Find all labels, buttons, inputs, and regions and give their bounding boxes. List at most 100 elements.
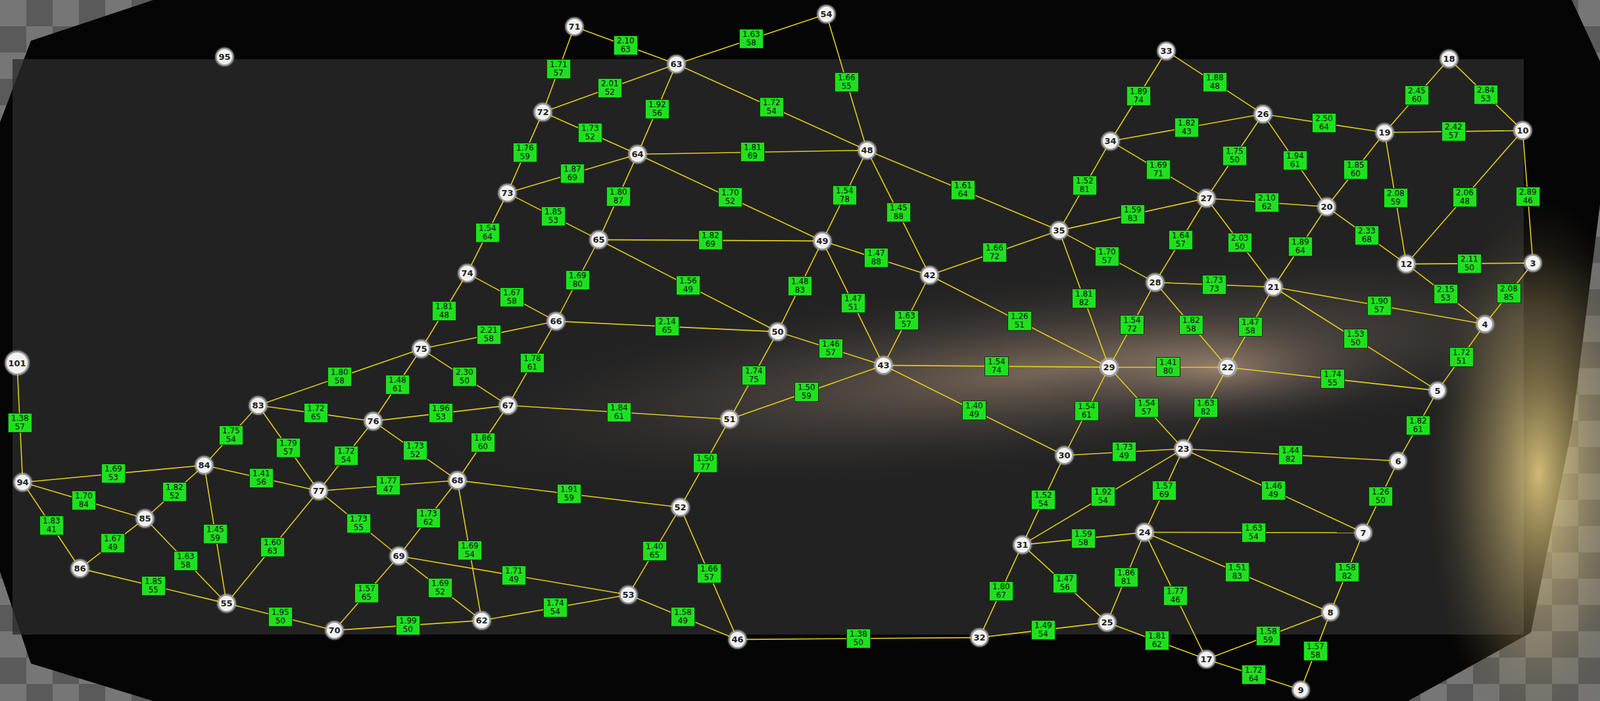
node-number: 21 bbox=[1267, 282, 1280, 292]
control-point-link bbox=[380, 426, 451, 475]
link-stats-box: 1.86 60 bbox=[470, 432, 496, 453]
link-stats-box: 1.58 82 bbox=[1334, 562, 1360, 582]
link-stats-box: 1.75 54 bbox=[218, 425, 244, 446]
control-point-link bbox=[684, 67, 859, 147]
link-stats: 1.46 57 bbox=[822, 339, 840, 358]
control-point-link bbox=[1117, 145, 1199, 194]
control-point-link bbox=[1281, 291, 1431, 387]
link-stats-box: 1.26 51 bbox=[1007, 311, 1032, 331]
image-node: 34 bbox=[1101, 132, 1120, 150]
node-number: 27 bbox=[1200, 193, 1213, 203]
link-stats: 1.70 52 bbox=[721, 188, 740, 206]
link-stats-box: 2.21 58 bbox=[476, 324, 502, 345]
image-node: 77 bbox=[309, 482, 328, 500]
control-point-link bbox=[27, 489, 75, 562]
link-stats: 2.06 48 bbox=[1455, 188, 1474, 206]
node-number: 74 bbox=[460, 268, 473, 278]
control-point-link bbox=[1236, 368, 1430, 390]
link-stats-box: 1.46 57 bbox=[818, 338, 844, 359]
link-stats-box: 2.11 50 bbox=[1457, 253, 1482, 274]
node-number: 70 bbox=[328, 626, 340, 635]
image-node: 83 bbox=[249, 396, 267, 415]
node-number: 25 bbox=[1100, 618, 1113, 627]
control-point-link bbox=[1231, 294, 1270, 360]
link-stats: 1.47 58 bbox=[1241, 318, 1260, 336]
link-stats: 1.59 83 bbox=[1123, 205, 1142, 223]
link-stats: 2.03 50 bbox=[1231, 234, 1249, 252]
link-stats: 1.54 74 bbox=[987, 357, 1006, 375]
link-stats-box: 1.77 47 bbox=[376, 475, 401, 496]
link-stats-box: 1.94 61 bbox=[1283, 150, 1308, 171]
link-stats: 1.77 46 bbox=[1166, 587, 1185, 605]
link-stats-box: 1.82 69 bbox=[698, 230, 723, 250]
link-stats: 1.73 52 bbox=[581, 124, 600, 142]
link-stats: 1.72 54 bbox=[337, 447, 356, 465]
link-stats: 1.75 54 bbox=[222, 426, 241, 444]
control-point-link bbox=[545, 34, 572, 104]
image-node: 74 bbox=[458, 264, 477, 283]
link-stats: 1.40 65 bbox=[645, 542, 664, 560]
image-node: 7 bbox=[1354, 524, 1372, 542]
image-node: 23 bbox=[1174, 439, 1193, 458]
image-node: 95 bbox=[215, 48, 234, 66]
image-node: 49 bbox=[813, 232, 832, 250]
link-stats: 1.40 49 bbox=[965, 401, 984, 419]
link-stats-box: 1.57 58 bbox=[1303, 641, 1328, 661]
control-point-link bbox=[1119, 115, 1255, 140]
link-stats: 2.08 59 bbox=[1386, 189, 1405, 207]
link-stats: 1.82 58 bbox=[1182, 316, 1201, 334]
link-stats: 1.66 72 bbox=[985, 243, 1004, 262]
link-stats: 1.69 53 bbox=[104, 464, 123, 483]
link-stats: 1.72 65 bbox=[307, 404, 325, 422]
node-number: 8 bbox=[1327, 608, 1334, 617]
link-stats: 1.58 59 bbox=[1259, 627, 1278, 645]
control-point-link bbox=[1402, 397, 1433, 454]
node-number: 72 bbox=[536, 107, 549, 117]
link-stats: 1.86 60 bbox=[474, 434, 492, 452]
node-number: 71 bbox=[568, 22, 581, 31]
link-stats-box: 1.38 50 bbox=[846, 628, 871, 649]
control-point-link bbox=[510, 120, 540, 185]
node-number: 18 bbox=[1442, 54, 1455, 64]
image-node: 35 bbox=[1050, 221, 1068, 240]
control-point-link bbox=[213, 467, 311, 490]
link-stats-box: 1.48 83 bbox=[787, 276, 813, 296]
link-stats: 1.54 61 bbox=[1077, 402, 1096, 420]
control-point-link bbox=[1068, 375, 1106, 448]
link-stats-box: 1.73 52 bbox=[403, 440, 428, 461]
control-point-link bbox=[1025, 463, 1061, 538]
node-number: 63 bbox=[670, 59, 682, 69]
image-node: 75 bbox=[412, 339, 431, 358]
link-stats: 1.52 81 bbox=[1075, 176, 1094, 194]
control-point-link bbox=[462, 412, 504, 474]
image-node: 25 bbox=[1098, 613, 1116, 632]
link-stats-box: 2.42 57 bbox=[1441, 121, 1466, 142]
image-node: 52 bbox=[671, 498, 690, 517]
link-stats-box: 1.82 61 bbox=[1406, 415, 1431, 436]
link-stats: 1.86 81 bbox=[1117, 568, 1136, 586]
link-stats: 1.89 74 bbox=[1129, 87, 1148, 105]
image-node: 70 bbox=[325, 621, 344, 640]
link-stats: 2.01 52 bbox=[601, 79, 619, 97]
link-stats-box: 1.63 58 bbox=[739, 28, 764, 49]
link-stats-box: 1.52 81 bbox=[1072, 175, 1097, 196]
link-stats: 2.11 50 bbox=[1460, 255, 1479, 273]
control-point-link bbox=[937, 233, 1051, 273]
link-stats-box: 1.41 80 bbox=[1156, 357, 1181, 377]
link-stats: 2.10 62 bbox=[1258, 193, 1276, 212]
control-point-link bbox=[210, 412, 253, 460]
node-number: 53 bbox=[622, 590, 634, 600]
link-stats-box: 1.85 60 bbox=[1343, 159, 1368, 180]
link-stats: 1.99 50 bbox=[399, 616, 417, 634]
link-stats: 1.85 60 bbox=[1346, 161, 1365, 179]
control-point-link bbox=[785, 334, 875, 364]
link-stats-box: 1.91 59 bbox=[557, 484, 582, 504]
link-stats: 1.92 54 bbox=[1094, 487, 1113, 506]
link-stats: 1.63 58 bbox=[176, 552, 195, 570]
milky-way-core bbox=[1019, 309, 1414, 428]
link-stats-box: 1.72 54 bbox=[759, 97, 784, 118]
control-point-link bbox=[466, 481, 672, 507]
link-stats: 1.47 88 bbox=[867, 249, 886, 267]
link-stats: 1.48 83 bbox=[791, 277, 809, 295]
